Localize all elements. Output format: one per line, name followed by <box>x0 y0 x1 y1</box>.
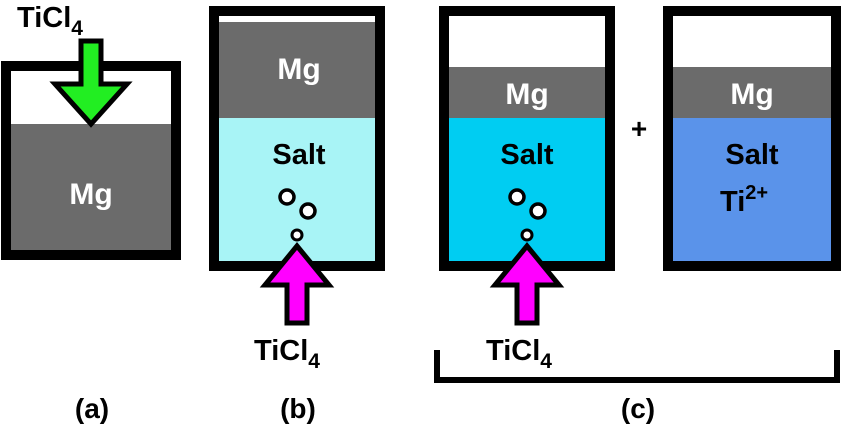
panel-b-mg-layer <box>214 22 380 118</box>
panel-c2-mg-layer <box>668 67 836 118</box>
caption-c: (c) <box>621 393 655 424</box>
panel-c1-bubble-large <box>508 188 526 206</box>
panel-c2-salt-label: Salt <box>725 139 779 171</box>
panel-b-mg-label: Mg <box>277 53 320 86</box>
panel-b: Mg Salt TiCl4 <box>209 6 385 373</box>
panel-c2-mg-label: Mg <box>730 78 773 111</box>
panel-c2-ion-label: Ti2+ <box>720 182 768 218</box>
panel-a-mg-label: Mg <box>69 178 112 211</box>
panel-a-ticl4-arrow <box>49 38 133 128</box>
panel-c1-salt-label: Salt <box>500 139 554 171</box>
panel-b-bubble-large <box>278 188 296 206</box>
panel-b-ticl4-label: TiCl4 <box>254 335 320 373</box>
plus-sign: + <box>631 113 647 144</box>
panel-c-bracket <box>434 350 840 383</box>
panel-b-bubble-medium <box>299 202 317 220</box>
panel-b-salt-label: Salt <box>272 139 326 171</box>
panel-c1-bubble-small <box>520 228 534 242</box>
panel-c1-mg-layer <box>444 67 610 118</box>
panel-c1-ticl4-label: TiCl4 <box>486 335 552 373</box>
caption-b: (b) <box>280 393 316 424</box>
panel-c1-ticl4-arrow <box>489 242 565 326</box>
panel-c1-mg-label: Mg <box>505 78 548 111</box>
panel-c2-salt-layer <box>668 118 836 266</box>
panel-c1-bubble-medium <box>529 202 547 220</box>
panel-c1: Mg Salt TiCl4 <box>439 6 615 373</box>
panel-b-bubble-small <box>290 228 304 242</box>
panel-c2-vessel <box>663 6 841 271</box>
caption-a: (a) <box>75 393 109 424</box>
panel-b-ticl4-arrow <box>259 242 335 326</box>
panel-a: Mg TiCl4 <box>1 2 181 260</box>
panel-a-ticl4-label: TiCl4 <box>17 2 83 40</box>
panel-a-mg-melt <box>6 124 176 255</box>
panel-c2: Mg Salt Ti2+ <box>663 6 841 271</box>
